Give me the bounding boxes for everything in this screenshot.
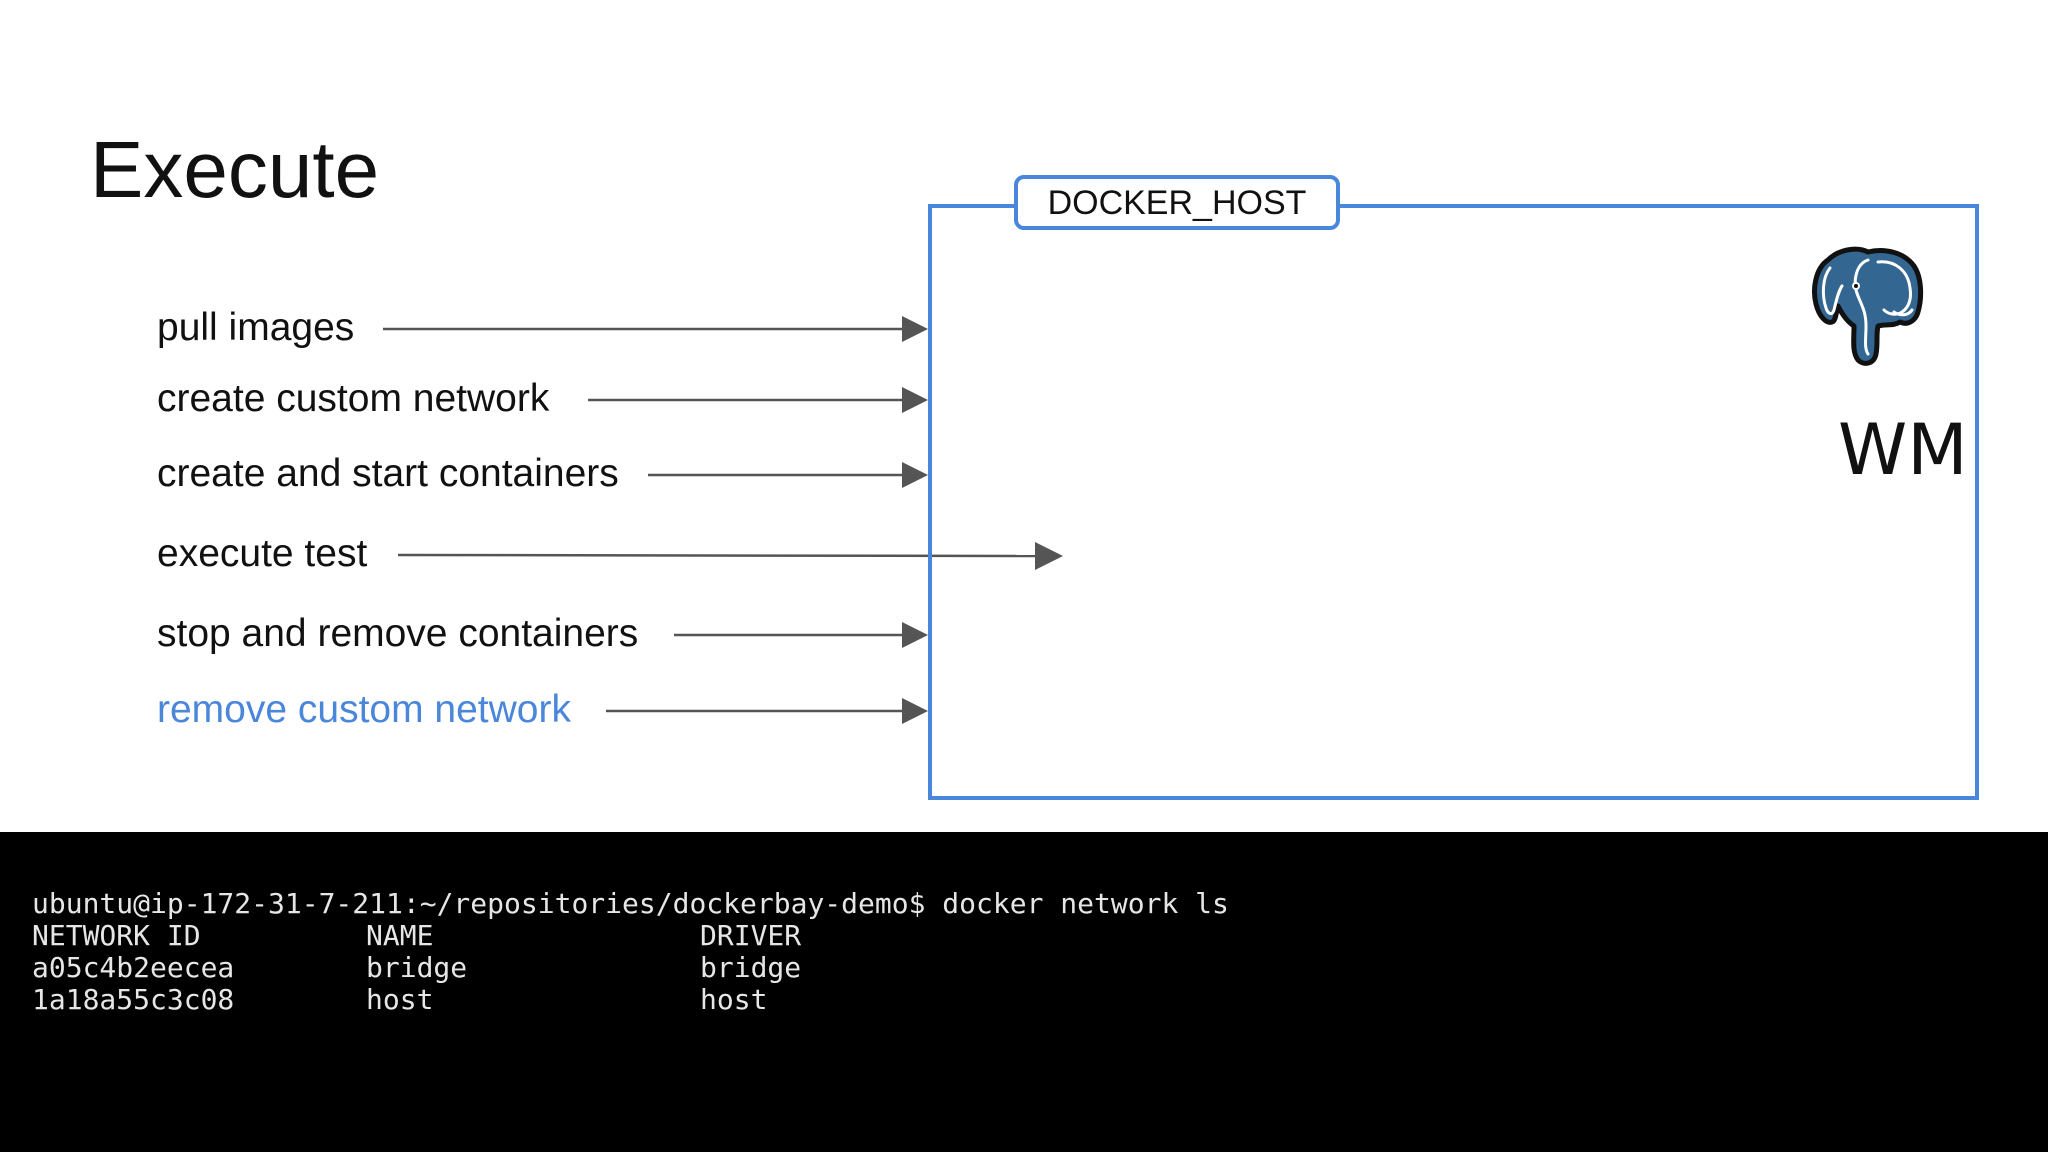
- terminal-row-name: bridge: [366, 951, 468, 984]
- arrow-create-custom-network: [588, 387, 928, 413]
- terminal-output: ubuntu@ip-172-31-7-211:~/repositories/do…: [0, 832, 2048, 1152]
- app-label-wm: WM: [1838, 409, 1968, 491]
- arrow-create-start-containers: [648, 462, 928, 488]
- terminal-column-header: NAME: [366, 919, 434, 952]
- arrowhead-icon: [902, 387, 928, 413]
- terminal-column-header: NETWORK ID: [32, 919, 201, 952]
- step-label-execute-test: execute test: [157, 532, 368, 575]
- step-label-remove-custom-network: remove custom network: [157, 688, 571, 731]
- arrowhead-icon: [902, 462, 928, 488]
- arrow-stop-remove-containers: [674, 622, 928, 648]
- terminal-prompt-line: ubuntu@ip-172-31-7-211:~/repositories/do…: [32, 887, 1229, 920]
- docker-host-box: [928, 204, 1979, 800]
- terminal-row-driver: host: [700, 983, 768, 1016]
- docker-host-label: DOCKER_HOST: [1014, 175, 1340, 230]
- postgresql-elephant-icon: [1808, 242, 1928, 368]
- arrow-pull-images: [383, 316, 928, 342]
- slide-title: Execute: [90, 125, 380, 214]
- arrowhead-icon: [902, 698, 928, 724]
- terminal-row-network-id: 1a18a55c3c08: [32, 983, 235, 1016]
- terminal-row-driver: bridge: [700, 951, 802, 984]
- terminal-row-name: host: [366, 983, 434, 1016]
- step-label-pull-images: pull images: [157, 306, 355, 349]
- arrow-remove-custom-network: [606, 698, 928, 724]
- terminal-column-header: DRIVER: [700, 919, 802, 952]
- terminal-row-network-id: a05c4b2eecea: [32, 951, 235, 984]
- step-label-create-custom-network: create custom network: [157, 377, 550, 420]
- arrowhead-icon: [902, 622, 928, 648]
- arrowhead-icon: [902, 316, 928, 342]
- step-label-create-start-containers: create and start containers: [157, 452, 619, 495]
- step-label-stop-remove-containers: stop and remove containers: [157, 612, 639, 655]
